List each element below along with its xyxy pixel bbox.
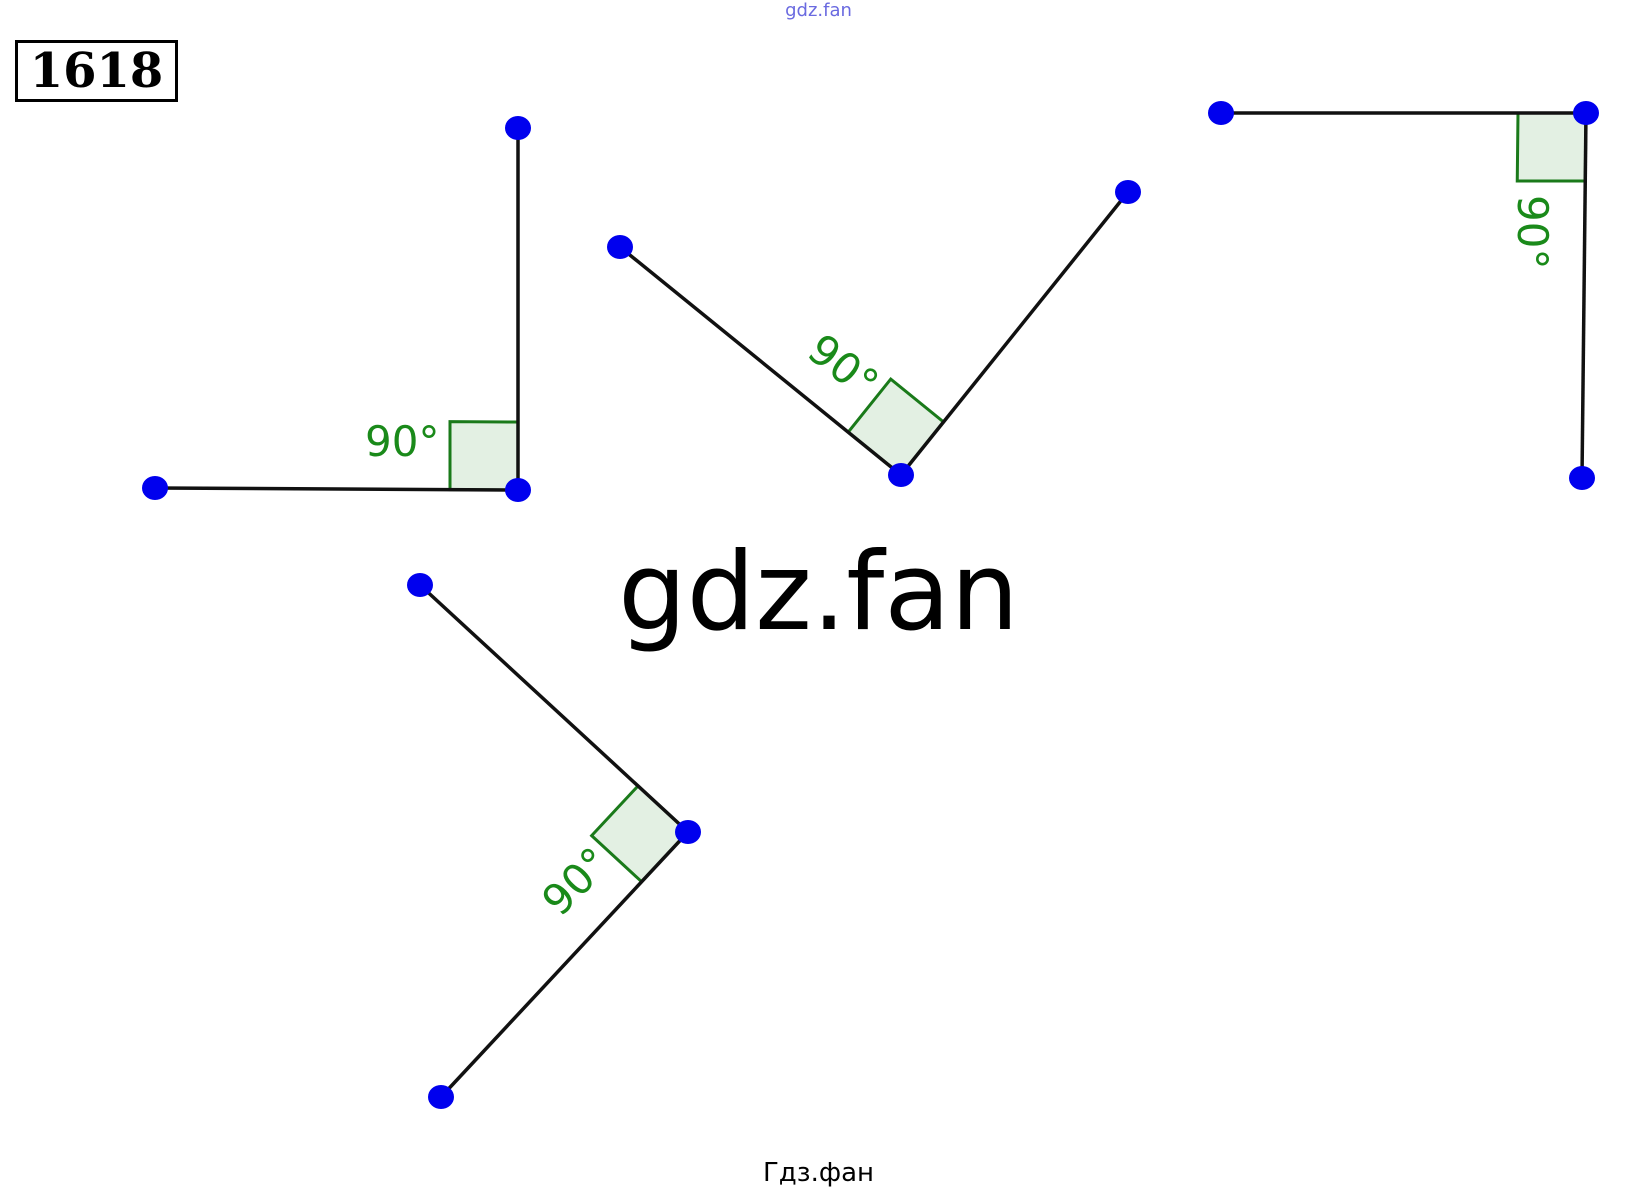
right-angle-mark	[1515, 111, 1588, 183]
center-watermark: gdz.fan	[618, 530, 1019, 655]
ray-segment	[1580, 112, 1588, 479]
point	[888, 463, 914, 487]
point	[1569, 466, 1595, 490]
angle-label-2: 90°	[799, 324, 888, 408]
ray-segment	[439, 830, 690, 1099]
right-angle-1	[142, 116, 531, 502]
right-angle-2	[607, 180, 1141, 487]
ray-segment	[899, 190, 1130, 477]
point	[428, 1085, 454, 1109]
right-angle-mark	[448, 420, 520, 492]
point	[1573, 101, 1599, 125]
right-angle-3	[1208, 101, 1599, 490]
point	[1115, 180, 1141, 204]
point	[607, 235, 633, 259]
top-watermark: gdz.fan	[785, 0, 852, 21]
problem-number: 1618	[15, 40, 178, 102]
angle-label-1: 90°	[365, 417, 439, 466]
ray-segment	[618, 245, 903, 477]
footer-watermark: Гдз.фан	[762, 1158, 875, 1188]
point	[505, 116, 531, 140]
ray-segment	[154, 486, 519, 492]
point	[505, 478, 531, 502]
angle-label-3: 90°	[1508, 195, 1557, 269]
right-angle-4	[407, 573, 701, 1109]
point	[675, 820, 701, 844]
ray-segment	[418, 583, 690, 834]
point	[1208, 101, 1234, 125]
point	[142, 476, 168, 500]
point	[407, 573, 433, 597]
